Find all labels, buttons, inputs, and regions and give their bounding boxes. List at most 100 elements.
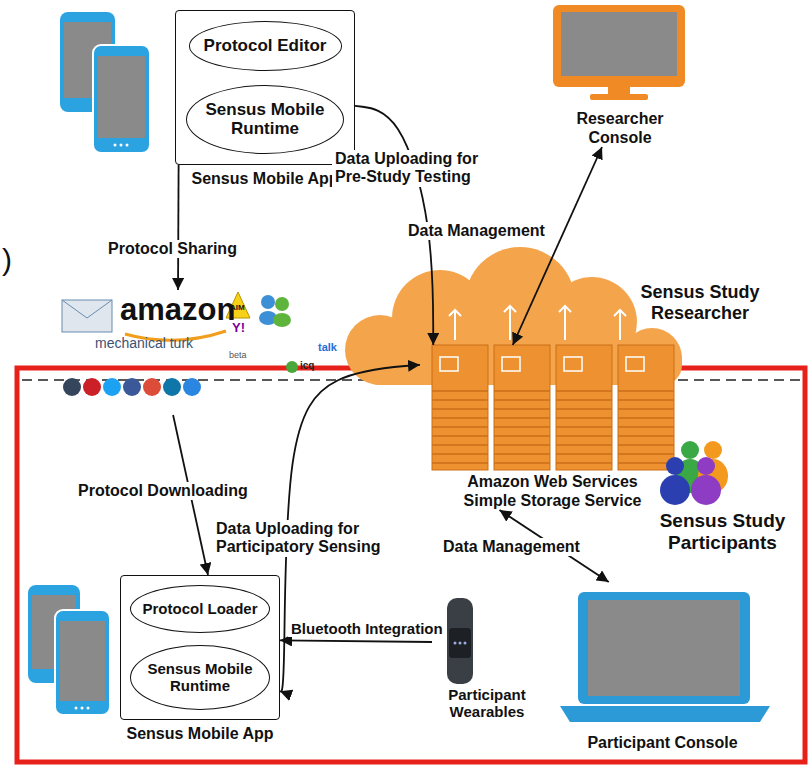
sharing-logo-icons [62,300,112,318]
sharing-logo-icons [143,378,161,396]
sharing-logo-icons [286,361,298,373]
node-label: Participant Wearables [437,686,537,721]
server-rack [494,390,550,468]
server-rack [432,345,674,470]
sharing-logo-icons [62,292,298,396]
phone-icon [60,12,150,153]
connector-label: Data Management [440,538,583,556]
laptop-icon [588,600,740,696]
monitor-icon [553,5,685,87]
participants-icon [691,475,721,505]
phone-icon [75,707,78,710]
sharing-logo-icons [103,378,121,396]
participants-icon [681,441,699,459]
server-rack [618,390,674,468]
stray-mark: ) [2,243,12,278]
participants-icon [666,457,684,475]
console-node: Researcher Console [530,2,710,147]
wearable-icon [447,598,473,684]
sharing-logo-icons [123,378,141,396]
logo-text: AIM [230,303,245,312]
server-rack [618,345,674,470]
monitor-icon [590,94,648,100]
sharing-logo-icons [62,300,112,332]
sharing-logo-icons [275,297,289,311]
sharing-logo-icons [63,378,81,396]
connector-label: Protocol Downloading [75,482,251,500]
logo-text: icq [300,360,314,372]
phone-icon [114,144,117,147]
wearable-icon [449,628,471,658]
app-box: Sensus Mobile AppProtocol EditorSensus M… [175,10,355,165]
study-boundary [17,368,805,762]
wearable-icon [464,642,467,645]
participants-icon [660,475,690,505]
server-rack [564,357,582,371]
logo-text: amazon [120,292,235,328]
connector-label: Data Uploading for Pre-Study Testing [332,150,516,187]
sharing-logo-icons [163,378,181,396]
connector-arrow [513,147,602,345]
monitor-icon [561,12,677,76]
connector-arrow [280,640,432,642]
server-rack [432,345,488,470]
participants-icon [697,457,715,475]
node-label: Researcher Console [565,110,675,147]
module-oval: Protocol Editor [189,21,342,71]
sharing-logo-icons [83,378,101,396]
phone-icon [60,621,105,701]
server-rack [494,345,550,470]
sharing-logos: amazon mechanical turk [60,290,350,415]
server-rack [502,357,520,371]
node-label: Protocol Editor [204,36,327,56]
laptop-icon [578,592,750,704]
connector-arrow [177,165,179,290]
node-label: Protocol Loader [142,600,257,617]
participants-icon [704,441,722,459]
sharing-logo-icons [273,313,291,327]
logo-text: talk [318,341,337,354]
monitor-icon [608,87,630,94]
server-rack [440,357,458,371]
wearable-icon [459,642,462,645]
laptop-icon [560,706,770,722]
phone-icon [87,707,90,710]
server-rack [626,357,644,371]
server-rack [556,390,612,468]
node-label: Sensus Mobile Runtime [141,660,259,695]
box-heading: Sensus Mobile App [192,170,339,188]
connector-label: Data Uploading for Participatory Sensing [213,520,434,557]
laptop-icon [560,592,770,722]
module-oval: Protocol Loader [130,585,270,633]
logo-text: Y! [232,321,245,336]
module-oval: Sensus Mobile Runtime [186,85,344,154]
group-heading: Sensus Study Researcher [615,282,785,323]
phone-icon [126,144,129,147]
monitor-icon [553,5,685,100]
storage-node: Amazon Web Services Simple Storage Servi… [420,345,685,510]
cloud-shape [449,306,626,340]
node-label: Sensus Mobile Runtime [197,100,333,139]
node-label: Participant Console [587,734,737,752]
study-boundary [17,368,805,762]
app-box: Sensus Mobile AppProtocol LoaderSensus M… [120,575,280,720]
phone-icon [120,144,123,147]
phone-icon [98,56,145,138]
box-heading: Sensus Mobile App [127,725,274,743]
server-rack [432,390,488,468]
phone-icon [81,707,84,710]
server-rack [556,345,612,470]
connector-label: Protocol Sharing [105,240,240,258]
wearable-icon [447,598,473,684]
connector-label: Data Management [405,222,548,240]
wearable-icon [454,642,457,645]
logo-text: beta [229,350,247,360]
sharing-logo-icons [261,295,275,309]
logo-text: mechanical turk [95,335,193,351]
group-heading: Sensus Study Participants [640,510,805,554]
console-node: Participant Console [555,582,770,752]
connector-label: Bluetooth Integration [288,620,446,637]
sharing-logo-icons [183,378,201,396]
participants-icon [660,441,728,505]
